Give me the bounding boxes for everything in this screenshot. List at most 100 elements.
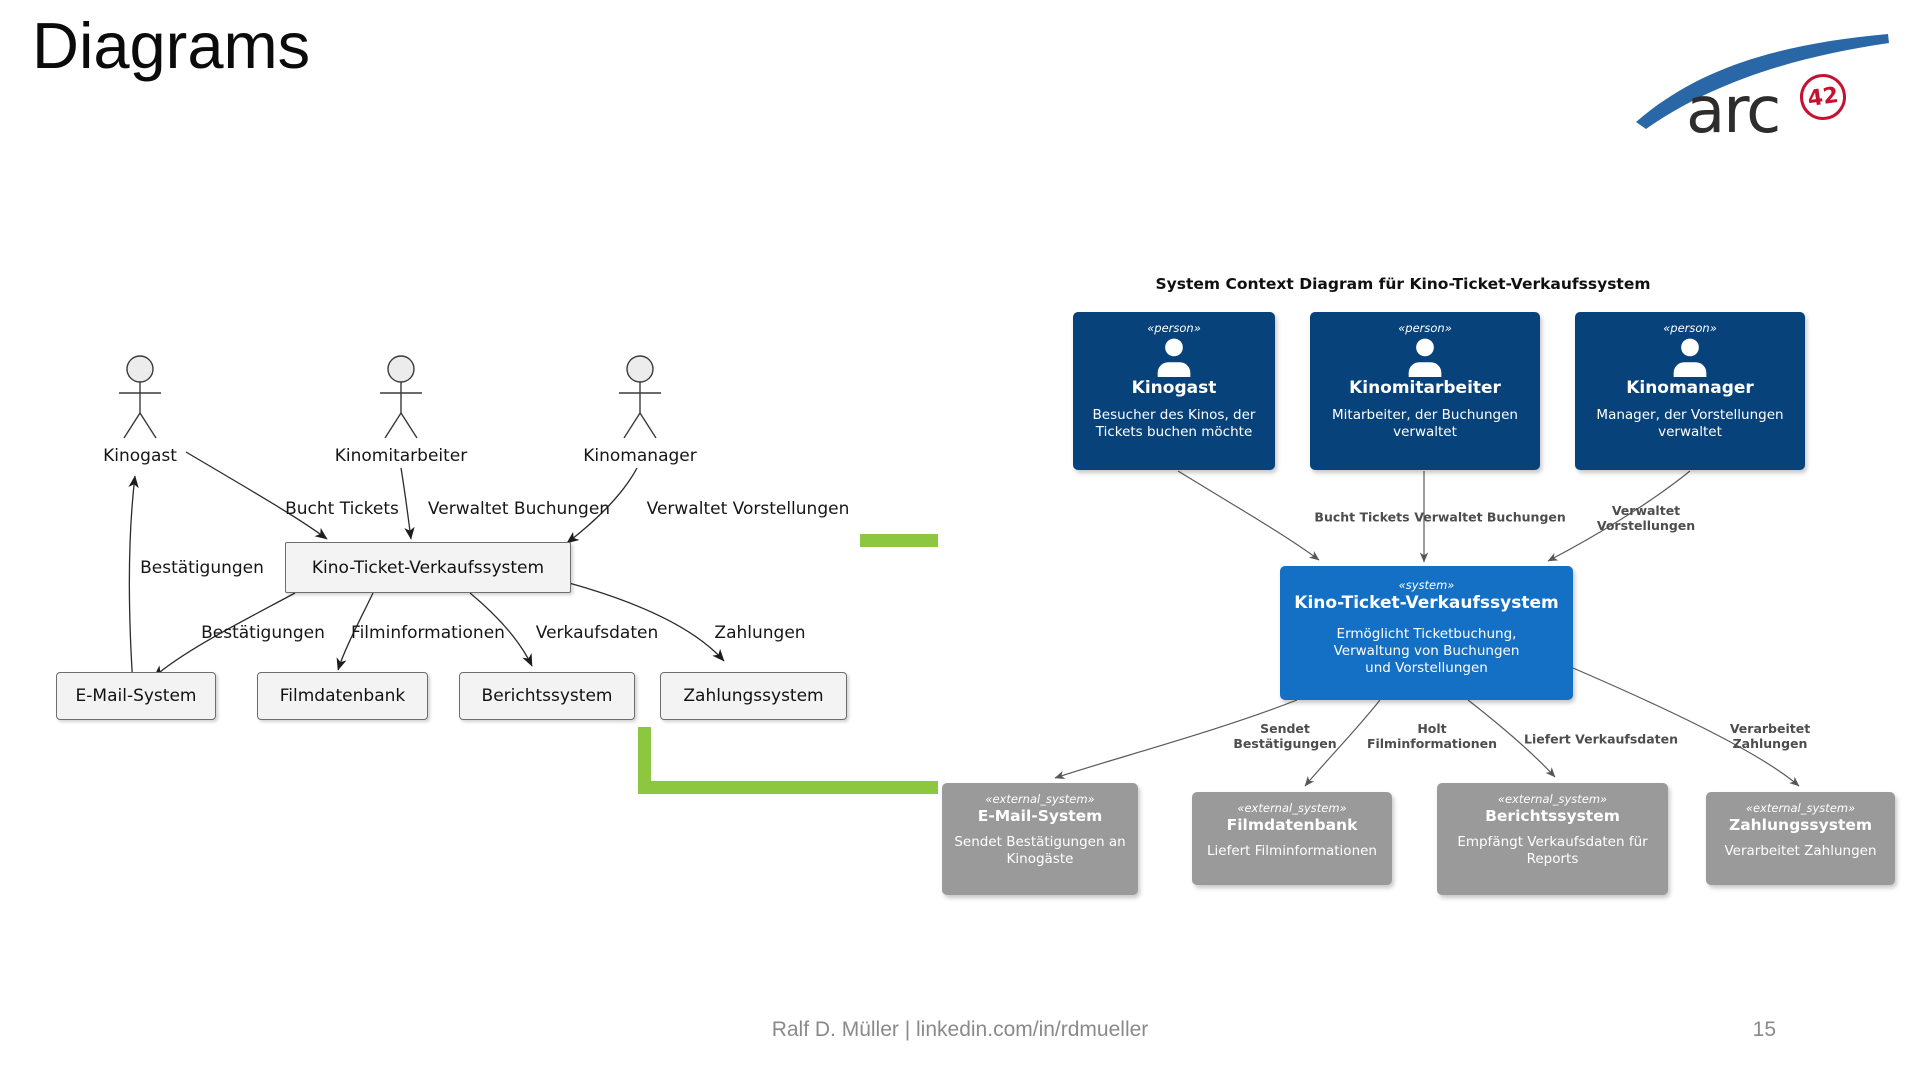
arc42-logo: arc [1686,74,1781,148]
edge-label-line: Holt [1417,721,1447,736]
c4-box-name: Kino-Ticket-Verkaufssystem [1294,593,1559,613]
edge-label-line: Verarbeitet [1729,721,1811,736]
c4-box-description: Mitarbeiter, der Buchungen verwaltet [1332,407,1518,441]
c4-edge-label-verwaltet-vorstellungen: Verwaltet Vorstellungen [1597,503,1695,533]
footer-credit: Ralf D. Müller | linkedin.com/in/rdmuell… [771,1018,1149,1041]
description-line: Tickets buchen möchte [1095,424,1253,440]
uml-edge-kinomitarbeiter-verwaltet-buchungen [400,467,415,540]
c4-edge-system-zahlungssystem [1572,667,1800,787]
uml-external-box-berichtssystem: Berichtssystem [459,672,635,720]
uml-edge-system-filmdatenbank [336,592,374,671]
c4-edge-kinomanager-system [1547,470,1691,562]
c4-person-kinomitarbeiter: «person» Kinomitarbeiter Mitarbeiter, de… [1310,312,1540,470]
page-title: Diagrams [32,9,311,82]
uml-edge-kinomanager-verwaltet-vorstellungen [566,467,638,544]
uml-label-verwaltet-buchungen: Verwaltet Buchungen [427,499,611,519]
c4-edge-label-liefert-verkaufsdaten: Liefert Verkaufsdaten [1524,732,1678,747]
c4-person-kinomanager: «person» Kinomanager Manager, der Vorste… [1575,312,1805,470]
description-line: verwaltet [1658,424,1722,440]
page-number: 15 [1752,1018,1776,1041]
description-line: Manager, der Vorstellungen [1596,407,1784,423]
c4-edge-system-berichtssystem [1467,699,1556,778]
uml-label-bucht-tickets: Bucht Tickets [285,499,399,519]
c4-box-name: Kinogast [1131,378,1217,398]
stereotype-label: «external_system» [1745,801,1856,815]
c4-edge-kinogast-system [1177,470,1320,561]
c4-edge-label-bucht-tickets: Bucht Tickets [1314,510,1409,525]
person-icon [1408,338,1442,377]
c4-box-description: Ermöglicht Ticketbuchung, Verwaltung von… [1334,626,1520,677]
c4-external-berichtssystem: «external_system» Berichtssystem Empfäng… [1437,783,1668,895]
edge-label-line: Bucht Tickets [1314,509,1410,525]
description-line: Verwaltung von Buchungen [1333,643,1520,659]
stereotype-label: «external_system» [985,792,1095,806]
c4-edge-label-sendet-bestaetigungen: Sendet Bestätigungen [1233,721,1336,751]
c4-box-name: Berichtssystem [1485,807,1620,825]
edge-label-line: Verwaltet [1611,503,1681,518]
uml-edge-system-email [153,592,296,678]
uml-label-bestaetigungen-down: Bestätigungen [201,623,325,643]
c4-person-kinogast: «person» Kinogast Besucher des Kinos, de… [1073,312,1275,470]
c4-box-description: Sendet Bestätigungen an Kinogäste [954,834,1125,868]
description-line: Verarbeitet Zahlungen [1724,843,1877,859]
stereotype-label: «person» [1398,321,1452,335]
uml-external-box-filmdatenbank: Filmdatenbank [257,672,428,720]
person-icon [1157,338,1191,377]
actor-kinomanager [619,355,661,439]
c4-edge-system-filmdatenbank [1304,699,1381,787]
c4-box-name: Kinomitarbeiter [1349,378,1501,398]
c4-box-description: Manager, der Vorstellungen verwaltet [1596,407,1783,441]
c4-box-name: Kinomanager [1626,378,1754,398]
edge-label-line: Filminformationen [1366,736,1498,751]
c4-box-name: E-Mail-System [977,807,1103,825]
description-line: Kinogäste [1006,851,1074,867]
uml-system-box: Kino-Ticket-Verkaufssystem [285,542,571,593]
description-line: Mitarbeiter, der Buchungen [1332,407,1518,423]
green-callout-l-vertical [638,727,651,794]
edge-label-line: Zahlungen [1732,736,1808,751]
c4-external-filmdatenbank: «external_system» Filmdatenbank Liefert … [1192,792,1392,885]
logo-swoosh-icon [1636,34,1889,129]
actor-kinomitarbeiter [380,355,422,439]
green-callout-bar [860,534,938,547]
uml-label-bestaetigungen-up: Bestätigungen [140,558,264,578]
c4-edge-label-verwaltet-buchungen: Verwaltet Buchungen [1414,510,1566,525]
c4-box-name: Filmdatenbank [1226,816,1358,834]
c4-box-description: Besucher des Kinos, der Tickets buchen m… [1093,407,1256,441]
person-icon [1673,338,1707,377]
description-line: Besucher des Kinos, der [1092,407,1256,423]
uml-external-box-email: E-Mail-System [56,672,216,720]
c4-system-box: «system» Kino-Ticket-Verkaufssystem Ermö… [1280,566,1573,700]
stereotype-label: «person» [1147,321,1201,335]
description-line: Empfängt Verkaufsdaten für [1457,834,1648,850]
edge-label-line: Liefert Verkaufsdaten [1523,731,1679,747]
stereotype-label: «external_system» [1497,792,1608,806]
edge-label-line: Bestätigungen [1233,736,1337,751]
description-line: und Vorstellungen [1365,660,1488,676]
actor-label-kinogast: Kinogast [103,446,177,466]
uml-edge-email-bestaetigungen-kinogast [128,475,139,687]
uml-label-verkaufsdaten: Verkaufsdaten [535,623,659,643]
uml-label-zahlungen: Zahlungen [714,623,806,643]
c4-external-zahlungssystem: «external_system» Zahlungssystem Verarbe… [1706,792,1895,885]
stereotype-label: «person» [1663,321,1717,335]
description-line: Sendet Bestätigungen an [954,834,1126,850]
uml-label-verwaltet-vorstellungen: Verwaltet Vorstellungen [646,499,850,519]
edge-label-line: Verwaltet Buchungen [1414,509,1566,525]
c4-box-name: Zahlungssystem [1728,816,1873,834]
c4-diagram-title: System Context Diagram für Kino-Ticket-V… [1155,275,1651,293]
actor-label-kinomanager: Kinomanager [583,446,697,466]
green-callout-l-horizontal [638,781,938,794]
actor-kinogast [119,355,161,439]
description-line: Reports [1526,851,1579,867]
uml-label-filminformationen: Filminformationen [351,623,505,643]
description-line: Liefert Filminformationen [1207,843,1377,859]
c4-box-description: Liefert Filminformationen [1207,843,1377,860]
edge-label-line: Vorstellungen [1596,518,1696,533]
edge-label-line: Sendet [1260,721,1310,736]
uml-edge-system-zahlungssystem [568,582,725,662]
description-line: Ermöglicht Ticketbuchung, [1336,626,1517,642]
actor-label-kinomitarbeiter: Kinomitarbeiter [334,446,468,466]
